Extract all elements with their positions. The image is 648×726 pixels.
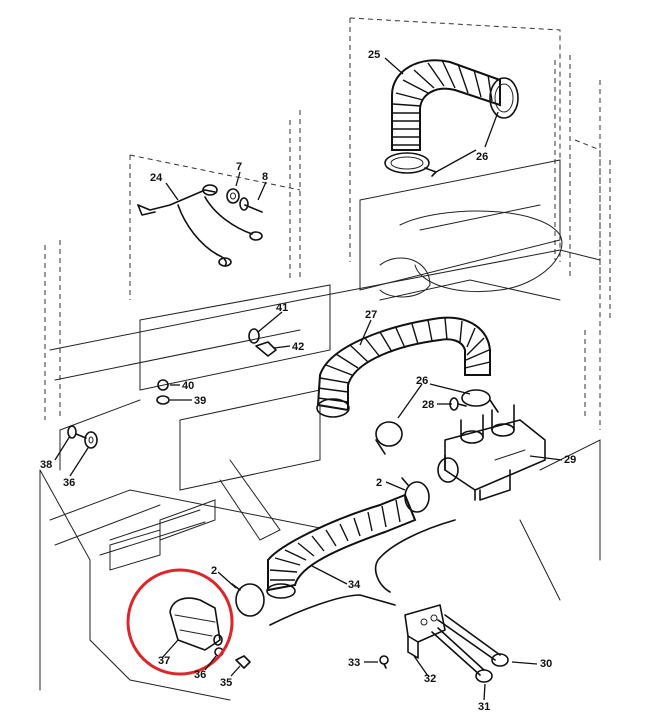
callout-37: 37 — [158, 655, 170, 667]
screw-38 — [67, 425, 87, 439]
callout-39: 39 — [194, 395, 206, 407]
callout-36-left: 36 — [63, 477, 75, 489]
distributor-29 — [437, 404, 546, 501]
clamp-2-upper — [401, 477, 430, 513]
vehicle-body-outline — [39, 17, 611, 701]
bracket-32 — [404, 604, 446, 659]
callout-2-upper: 2 — [376, 477, 382, 489]
callout-8: 8 — [262, 171, 268, 183]
control-rod-31 — [431, 627, 493, 683]
screw-41 — [248, 328, 260, 344]
clamp-2-lower — [231, 583, 265, 617]
callout-30: 30 — [540, 658, 552, 670]
hose-27 — [316, 316, 491, 418]
bracket-42 — [255, 341, 277, 357]
callout-2-lower: 2 — [211, 565, 217, 577]
nut-7 — [226, 188, 240, 204]
callout-29: 29 — [564, 454, 576, 466]
callout-35: 35 — [220, 677, 232, 689]
callout-26-upper: 26 — [476, 151, 488, 163]
screw-33 — [379, 655, 389, 669]
cable-assembly-24 — [137, 184, 263, 267]
callout-7: 7 — [236, 161, 242, 173]
callout-25: 25 — [368, 49, 380, 61]
callout-42: 42 — [292, 341, 304, 353]
control-cables — [269, 519, 456, 626]
nut-40 — [157, 379, 169, 391]
callout-26-middle: 26 — [416, 375, 428, 387]
clamp-26-upper — [384, 77, 519, 177]
hose-34 — [266, 493, 417, 599]
callout-27: 27 — [365, 309, 377, 321]
screw-8 — [239, 197, 263, 213]
callout-40: 40 — [182, 380, 194, 392]
callout-38: 38 — [40, 459, 52, 471]
callout-33: 33 — [348, 657, 360, 669]
clamp-26-middle — [375, 389, 499, 455]
callout-24: 24 — [150, 172, 163, 184]
screw-28 — [449, 397, 467, 411]
highlight-circle — [126, 568, 234, 676]
callout-34: 34 — [348, 579, 361, 591]
leader-lines — [54, 57, 563, 701]
washer-39 — [156, 395, 170, 405]
callout-28: 28 — [422, 399, 434, 411]
callout-31: 31 — [478, 701, 490, 713]
callout-32: 32 — [424, 673, 436, 685]
nut-35 — [235, 655, 251, 669]
control-rod-30 — [437, 614, 509, 667]
callout-labels: 25 26 7 8 24 27 41 42 40 39 26 28 29 38 … — [40, 49, 576, 713]
callout-41: 41 — [276, 302, 288, 314]
callout-36-lower: 36 — [194, 669, 206, 681]
damper-37 — [169, 597, 223, 651]
washer-36 — [84, 431, 98, 449]
hose-25 — [391, 59, 501, 151]
